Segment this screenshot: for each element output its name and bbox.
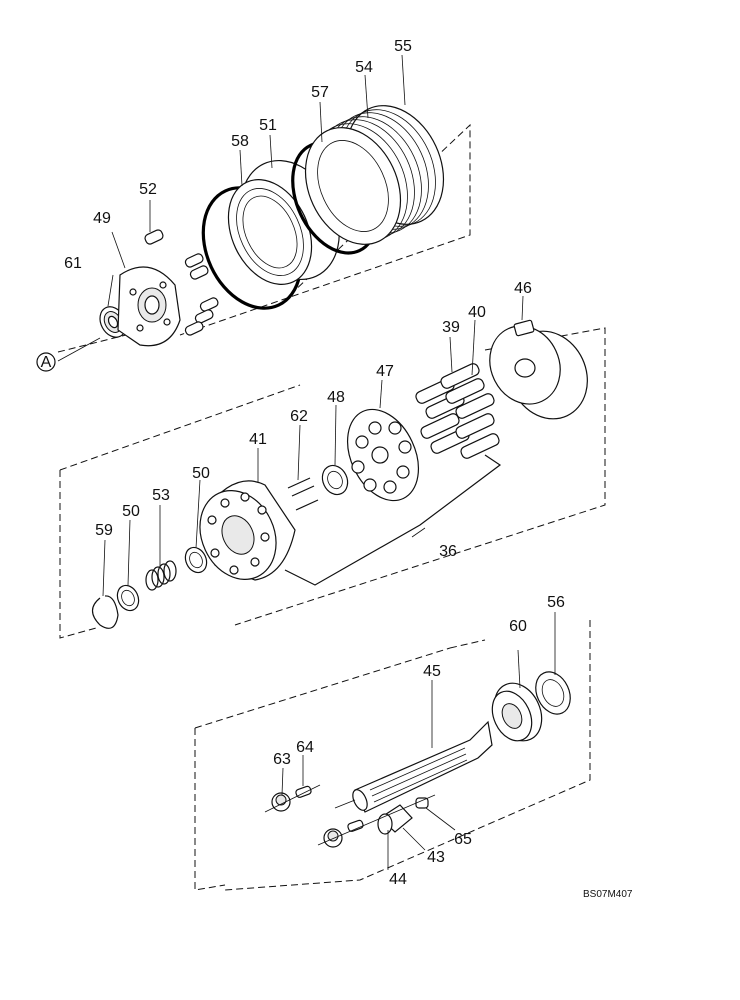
- label-45: 45: [423, 663, 441, 680]
- label-48: 48: [327, 389, 345, 406]
- label-51: 51: [259, 117, 277, 134]
- label-43: 43: [427, 849, 445, 866]
- part-41-cylinder-block: [199, 480, 296, 581]
- label-65: 65: [454, 831, 472, 848]
- part-53-spring: [145, 560, 177, 591]
- group-boundary-bottom: [194, 620, 591, 891]
- part-62-pins: [287, 477, 319, 511]
- label-50-right: 50: [192, 465, 210, 482]
- part-50-washer-left: [116, 584, 140, 612]
- part-39-40-pistons: [415, 363, 500, 459]
- label-53: 53: [152, 487, 170, 504]
- leaders-top: [107, 54, 406, 307]
- part-48-spherical-bush: [321, 464, 349, 496]
- label-36: 36: [439, 543, 457, 560]
- part-60-bearing: [491, 682, 543, 742]
- part-52-pins: [144, 229, 219, 336]
- axis-line-a: [57, 337, 101, 362]
- label-40: 40: [468, 304, 486, 321]
- label-44: 44: [389, 871, 407, 888]
- part-45-shaft: [334, 720, 493, 813]
- part-47-retainer-plate: [347, 408, 419, 502]
- part-49-plate: [117, 266, 181, 347]
- label-55: 55: [394, 38, 412, 55]
- view-marker-a: A: [36, 352, 56, 372]
- label-58: 58: [231, 133, 249, 150]
- part-59-snap-ring: [91, 595, 119, 629]
- label-46: 46: [514, 280, 532, 297]
- label-52: 52: [139, 181, 157, 198]
- label-60: 60: [509, 618, 527, 635]
- label-56: 56: [547, 594, 565, 611]
- label-41: 41: [249, 431, 267, 448]
- part-56-oil-seal: [535, 671, 571, 715]
- svg-text:A: A: [41, 354, 52, 371]
- label-39: 39: [442, 319, 460, 336]
- label-61: 61: [64, 255, 82, 272]
- part-labels: 55 54 57 51 58 52 49 61 46 40 39 47 48 6…: [64, 38, 565, 888]
- label-49: 49: [93, 210, 111, 227]
- part-54-55-plates: [304, 105, 445, 245]
- part-61-bearing: [99, 306, 127, 338]
- label-63: 63: [273, 751, 291, 768]
- part-63-64-pieces: [264, 784, 321, 813]
- label-47: 47: [376, 363, 394, 380]
- drawing-code: BS07M407: [583, 889, 633, 900]
- part-46-swash-plate: [489, 319, 588, 420]
- label-54: 54: [355, 59, 373, 76]
- part-43-44-65-pieces: [317, 794, 436, 848]
- leaders-bottom: [281, 612, 556, 870]
- label-62: 62: [290, 408, 308, 425]
- label-59: 59: [95, 522, 113, 539]
- label-57: 57: [311, 84, 329, 101]
- leaders-middle: [102, 295, 524, 597]
- bracket-36: [284, 454, 502, 586]
- part-50-washer-right: [184, 546, 208, 574]
- label-50-left: 50: [122, 503, 140, 520]
- label-64: 64: [296, 739, 314, 756]
